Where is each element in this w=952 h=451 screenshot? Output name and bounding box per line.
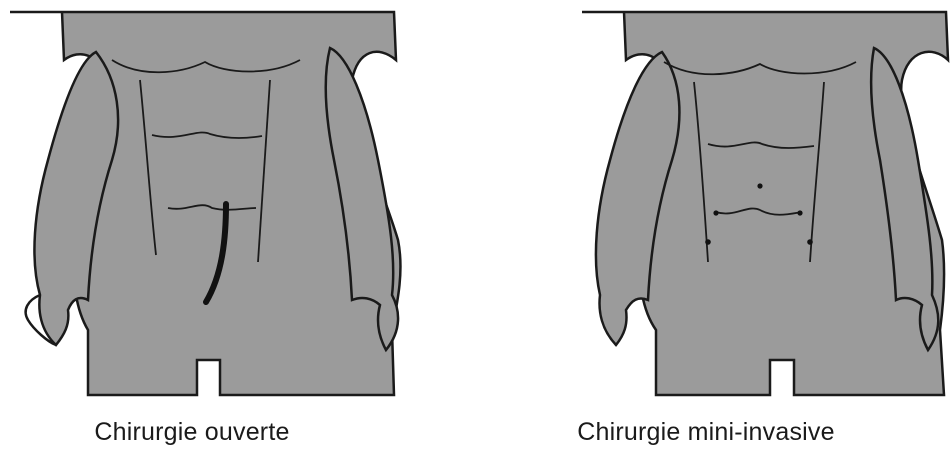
caption-open-surgery: Chirurgie ouverte	[0, 418, 430, 447]
torso-figure-mini	[476, 0, 952, 400]
panel-mini-invasive: Chirurgie mini-invasive	[476, 0, 952, 451]
port-site-left-lower	[705, 239, 711, 245]
port-site-left-upper	[713, 210, 718, 215]
caption-mini-invasive: Chirurgie mini-invasive	[468, 418, 944, 447]
port-site-right-upper	[797, 210, 802, 215]
panel-open-surgery: Chirurgie ouverte	[0, 0, 476, 451]
port-site-right-lower	[807, 239, 813, 245]
port-site-umbilical	[757, 183, 762, 188]
torso-figure-open	[0, 0, 476, 400]
